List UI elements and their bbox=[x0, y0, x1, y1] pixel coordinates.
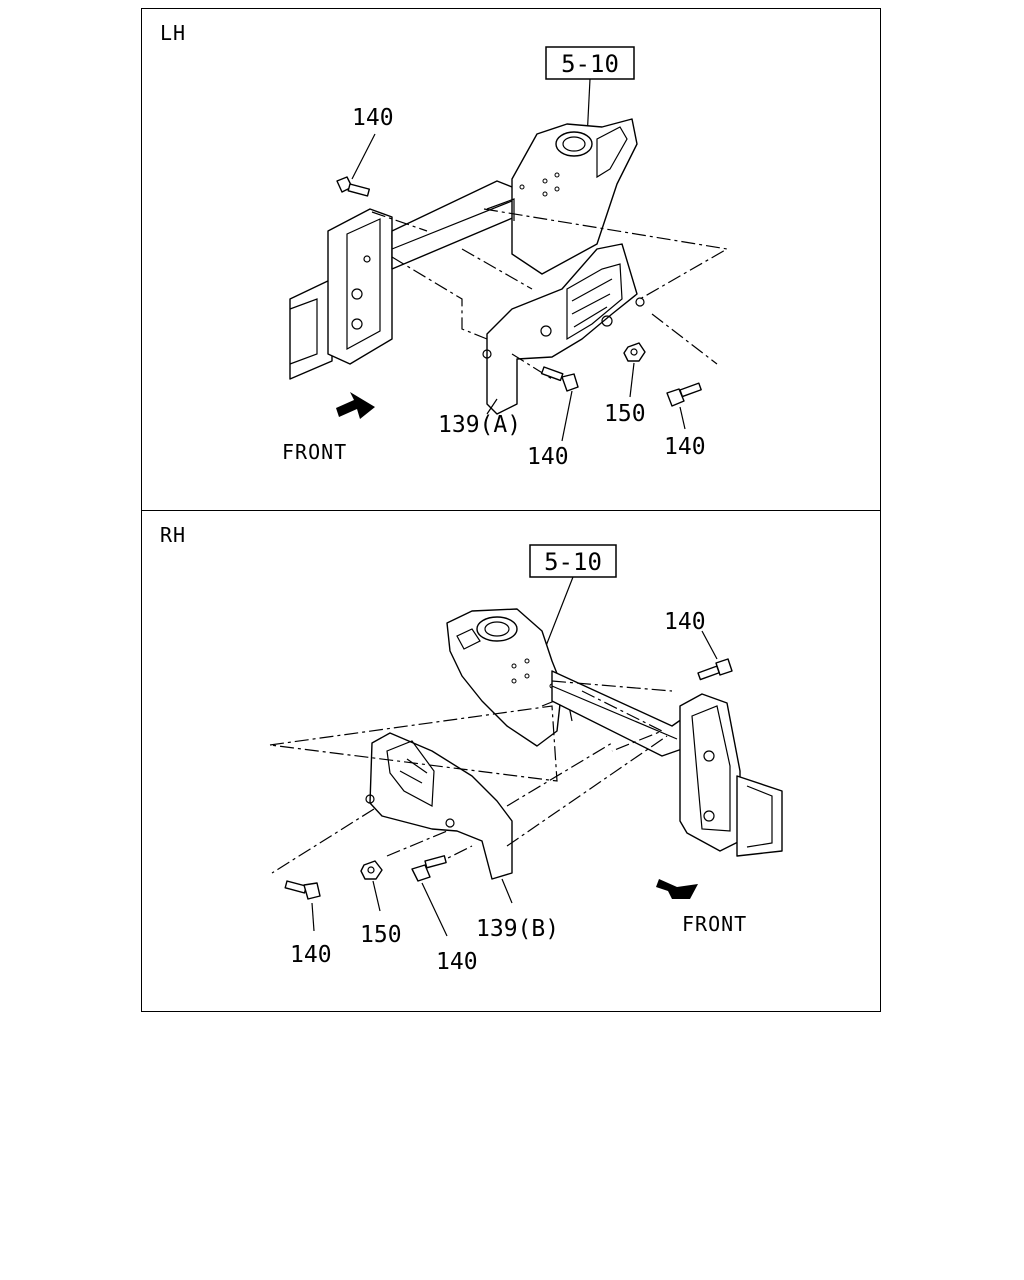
lh-panel: LH 5-10 bbox=[141, 8, 881, 511]
lh-callout-bolt-mid: 140 bbox=[527, 444, 569, 470]
rh-assembly-lines bbox=[269, 680, 673, 874]
lh-frame-rail bbox=[289, 208, 393, 380]
rh-front-arrow-icon bbox=[656, 879, 698, 899]
lh-bolt-mid bbox=[540, 366, 579, 392]
rh-callout-bracket: 139(B) bbox=[476, 916, 559, 942]
lh-callout-nut: 150 bbox=[604, 401, 646, 427]
rh-bolt-mid bbox=[411, 855, 447, 882]
rh-nut-150 bbox=[360, 860, 383, 880]
rh-ref-box-label: 5-10 bbox=[544, 548, 602, 576]
lh-bolt-right bbox=[666, 382, 702, 407]
lh-nut-150 bbox=[623, 342, 646, 362]
lh-callout-bracket: 139(A) bbox=[438, 412, 521, 438]
lh-assembly-lines bbox=[371, 208, 729, 380]
lh-upper-support bbox=[486, 118, 638, 275]
lh-side-label: LH bbox=[160, 21, 187, 45]
lh-bolt-top bbox=[336, 176, 371, 197]
rh-panel: RH 5-10 bbox=[141, 510, 881, 1012]
rh-frame-rail bbox=[679, 693, 783, 857]
lh-bracket-139a bbox=[482, 243, 645, 415]
rh-exploded-diagram: 5-10 bbox=[269, 544, 783, 975]
lh-callout-bolt-right: 140 bbox=[664, 434, 706, 460]
rh-leader-lines bbox=[311, 630, 718, 937]
rh-upper-support bbox=[446, 608, 573, 747]
rh-callout-bolt-left: 140 bbox=[290, 942, 332, 968]
lh-exploded-diagram: 5-10 bbox=[282, 46, 729, 470]
rh-callout-bolt-mid: 140 bbox=[436, 949, 478, 975]
rh-cross-member bbox=[551, 670, 683, 757]
rh-bolt-left bbox=[284, 880, 321, 900]
rh-front-label: FRONT bbox=[682, 912, 747, 936]
lh-front-arrow-icon bbox=[336, 392, 375, 419]
lh-cross-member bbox=[391, 180, 523, 270]
rh-ref-box: 5-10 bbox=[529, 544, 617, 652]
lh-front-label: FRONT bbox=[282, 440, 347, 464]
lh-ref-box-label: 5-10 bbox=[561, 50, 619, 78]
rh-callout-bolt-top: 140 bbox=[664, 609, 706, 635]
rh-bracket-139b bbox=[365, 732, 513, 880]
lh-callout-bolt-top: 140 bbox=[352, 105, 394, 131]
rh-side-label: RH bbox=[160, 523, 187, 547]
rh-bolt-top bbox=[697, 658, 733, 681]
lh-leader-lines bbox=[351, 133, 686, 442]
rh-callout-nut: 150 bbox=[360, 922, 402, 948]
